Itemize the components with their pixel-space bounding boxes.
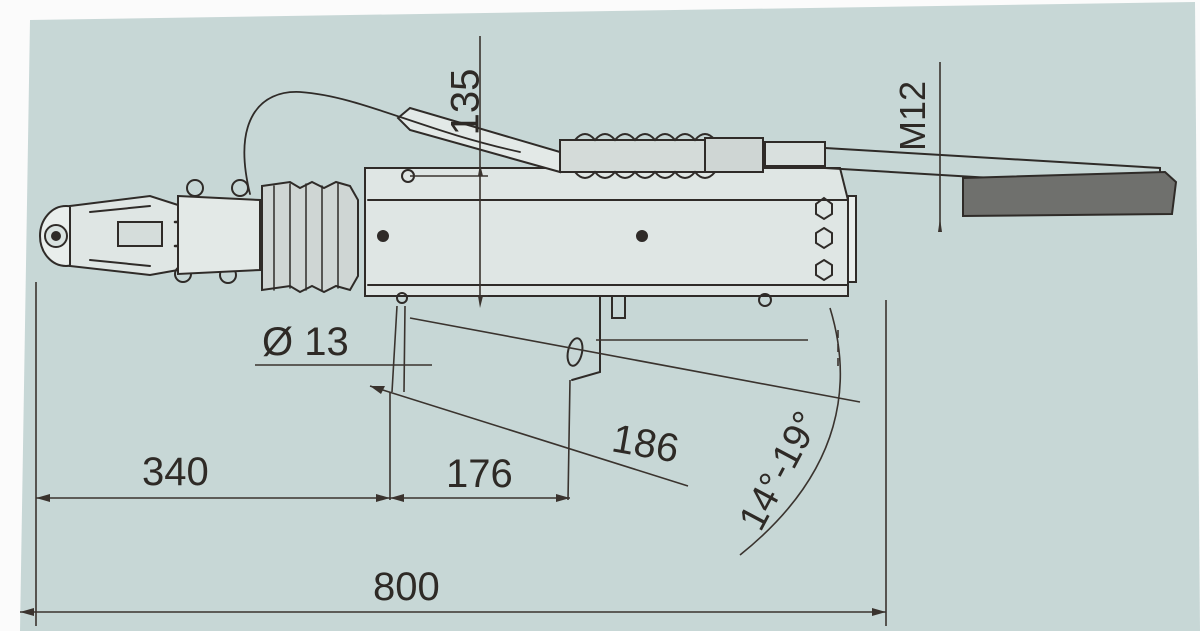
drawbar-shaft [173,194,267,276]
dimension-lines [20,36,941,626]
dimension-diameter-13-label: Ø 13 [262,320,349,364]
dimension-135-label: 135 [443,68,488,136]
dimension-176-label: 176 [446,452,513,496]
main-housing [364,167,857,319]
paper-background [20,2,1200,631]
damper-bracket [571,295,601,381]
coupling-part [39,91,1178,381]
lever-grip [962,170,1178,218]
dimension-340-label: 340 [142,450,209,494]
breakaway-cable [243,91,521,195]
damper-slot [566,337,584,367]
arrowheads [20,164,942,616]
dimension-m12-label: M12 [892,80,934,152]
handbrake-lever [396,106,1178,218]
dimension-186-label: 186 [608,416,683,472]
dimension-800-label: 800 [373,565,440,609]
dim-line-186 [369,385,689,487]
rubber-bellows [261,180,359,294]
angle-arc [739,307,842,556]
